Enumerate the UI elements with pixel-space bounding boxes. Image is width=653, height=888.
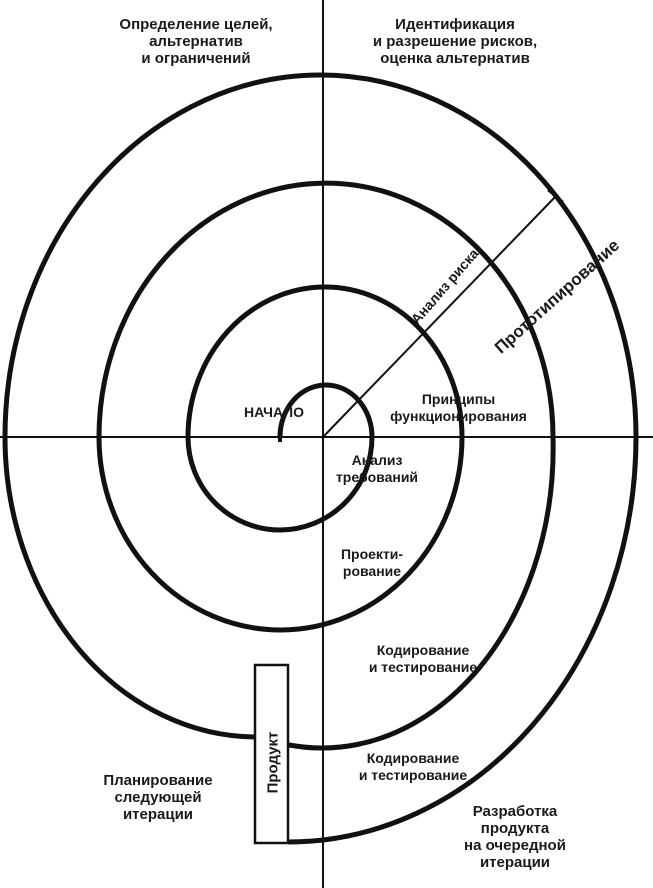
quadrant-top-right-label: Идентификация и разрешение рисков, оценк… [372, 16, 538, 67]
product-box [253, 663, 290, 845]
spiral-arc-4 [96, 180, 556, 438]
spiral-arc-2 [185, 284, 465, 438]
spiral-arc-8 [287, 436, 639, 845]
spiral-arc-0 [277, 382, 375, 438]
risk-ray [322, 195, 557, 438]
operating-principles-label: Принципы функционирования [390, 391, 527, 424]
quadrant-bottom-left-label: Планирование следующей итерации [103, 772, 213, 823]
spiral-arc-7 [2, 436, 256, 740]
spiral-arc-3 [96, 436, 465, 633]
quadrant-top-left-label: Определение целей, альтернатив и огранич… [119, 16, 273, 67]
spiral-arc-5 [254, 436, 556, 751]
spiral-arc-1 [185, 436, 375, 533]
design-label: Проекти- рование [340, 546, 404, 579]
coding-testing-2-label: Кодирование и тестирование [358, 750, 468, 783]
product-label: Продукт [264, 731, 282, 794]
quadrant-bottom-right-label: Разработка продукта на очередной итераци… [464, 803, 566, 871]
requirements-analysis-label: Анализ требований [335, 452, 419, 485]
start-label: НАЧАЛО [244, 404, 304, 420]
spiral-arc-6 [2, 72, 639, 438]
coding-testing-1-label: Кодирование и тестирование [368, 642, 478, 675]
